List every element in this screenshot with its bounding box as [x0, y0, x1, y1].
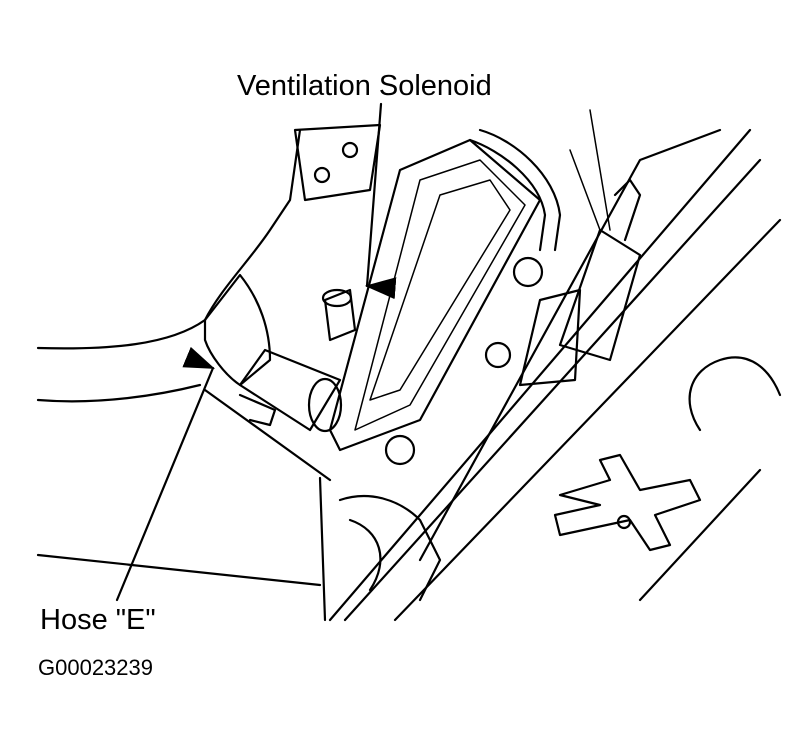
hose-e-leader	[115, 346, 216, 602]
drawing-outline	[36, 109, 782, 622]
figure-id: G00023239	[38, 655, 153, 680]
ventilation-solenoid-leader	[364, 102, 397, 300]
ventilation-solenoid-label: Ventilation Solenoid	[237, 70, 492, 102]
hose-e-label: Hose "E"	[40, 604, 156, 636]
